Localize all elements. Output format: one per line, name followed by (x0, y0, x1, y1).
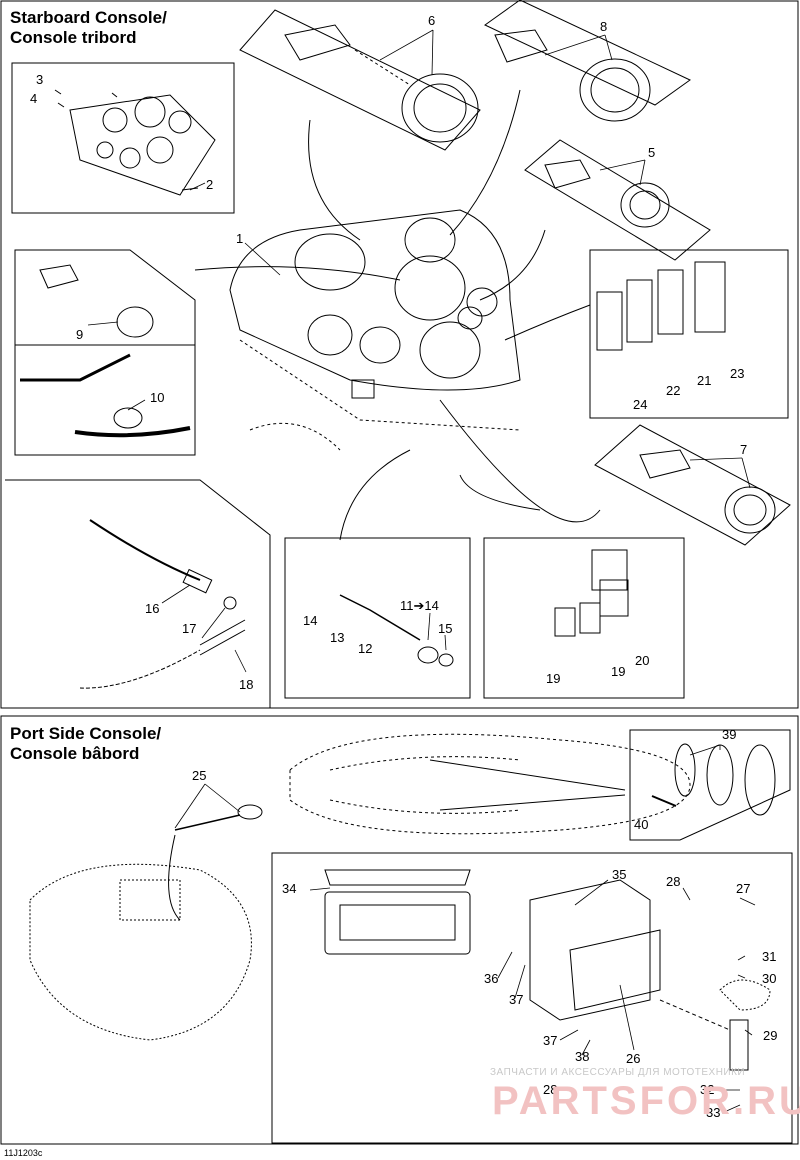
callout-19a: 19 (546, 671, 561, 686)
callout-12: 12 (358, 641, 373, 656)
callout-15: 15 (438, 621, 453, 636)
callout-39: 39 (722, 727, 737, 742)
callout-5: 5 (648, 145, 656, 160)
panel-items39-40 (629, 729, 791, 841)
callout-23: 23 (730, 366, 745, 381)
callout-14: 14 (303, 613, 318, 628)
port-boat-drawing (289, 733, 691, 835)
panel-items19-20 (483, 537, 685, 699)
drawing-items39-40 (651, 743, 776, 816)
main-console-drawing (229, 209, 521, 451)
callout-31: 31 (762, 949, 777, 964)
callout-30: 30 (762, 971, 777, 986)
callout-37a: 37 (509, 992, 524, 1007)
callout-1: 1 (236, 231, 244, 246)
watermark-tagline: ЗАПЧАСТИ И АКСЕССУАРЫ ДЛЯ МОТОТЕХНИКИ (490, 1067, 746, 1078)
drawing-item9-10 (20, 264, 191, 438)
panel-item7 (594, 424, 791, 546)
panel-item6 (239, 9, 481, 151)
panel-item5 (524, 139, 711, 261)
callout-6: 6 (428, 13, 436, 28)
callout-2: 2 (206, 177, 214, 192)
drawing-radio (324, 869, 771, 1071)
drawing-items11-15 (339, 594, 454, 667)
callout-8: 8 (600, 19, 608, 34)
callout-19b: 19 (611, 664, 626, 679)
callout-27: 27 (736, 881, 751, 896)
starboard-title: Starboard Console/ Console tribord (10, 8, 167, 48)
starboard-title-line2: Console tribord (10, 28, 137, 47)
drawing-item6 (284, 24, 479, 143)
port-frame (0, 715, 799, 1145)
callout-36: 36 (484, 971, 499, 986)
port-title: Port Side Console/ Console bâbord (10, 724, 161, 764)
callout-28a: 28 (666, 874, 681, 889)
callout-37b: 37 (543, 1033, 558, 1048)
drawing-items19-20 (554, 549, 629, 637)
callout-33: 33 (706, 1105, 721, 1120)
port-pointer-lines (429, 759, 626, 811)
callout-38: 38 (575, 1049, 590, 1064)
callout-9: 9 (76, 327, 84, 342)
inset-console-box (11, 62, 235, 214)
panel-radio (271, 852, 793, 1144)
starboard-title-line1: Starboard Console/ (10, 8, 167, 27)
callout-29: 29 (763, 1028, 778, 1043)
callout-4: 4 (30, 91, 38, 106)
small-console-drawing (54, 89, 216, 196)
port-console-drawing (29, 863, 252, 1041)
callout-11-14: 11➔14 (400, 598, 439, 613)
figure-code: 11J1203c (4, 1148, 43, 1158)
callout-13: 13 (330, 630, 345, 645)
panel-switches (589, 249, 789, 419)
callout-34: 34 (282, 881, 297, 896)
panel-item9 (14, 249, 196, 346)
port-title-line1: Port Side Console/ (10, 724, 162, 743)
callout-21: 21 (697, 373, 712, 388)
inset-item10-box (14, 344, 196, 456)
panel-item8 (484, 0, 691, 106)
drawing-item25 (168, 804, 263, 921)
callout-24: 24 (633, 397, 648, 412)
drawing-item7 (639, 449, 776, 534)
callout-18: 18 (239, 677, 254, 692)
lower-left-panel (5, 479, 271, 708)
drawing-item5 (544, 159, 670, 228)
panel-items11-15 (284, 537, 471, 699)
port-title-line2: Console bâbord (10, 744, 140, 763)
leader-lines (87, 29, 756, 1114)
callout-22: 22 (666, 383, 681, 398)
starboard-frame (0, 0, 799, 709)
connector-lines (194, 89, 601, 541)
drawing-items16-18 (79, 519, 246, 689)
callout-35: 35 (612, 867, 627, 882)
callout-3: 3 (36, 72, 44, 87)
callout-7: 7 (740, 442, 748, 457)
callout-32: 32 (700, 1082, 715, 1097)
callout-26: 26 (626, 1051, 641, 1066)
callout-25: 25 (192, 768, 207, 783)
callout-40: 40 (634, 817, 649, 832)
callout-28b: 28 (543, 1082, 558, 1097)
callout-17: 17 (182, 621, 197, 636)
watermark-logo: PARTSFOR.RU (492, 1079, 800, 1123)
callout-20: 20 (635, 653, 650, 668)
callout-16: 16 (145, 601, 160, 616)
callout-10: 10 (150, 390, 165, 405)
drawing-switches (596, 261, 726, 351)
drawing-item8 (494, 29, 651, 122)
